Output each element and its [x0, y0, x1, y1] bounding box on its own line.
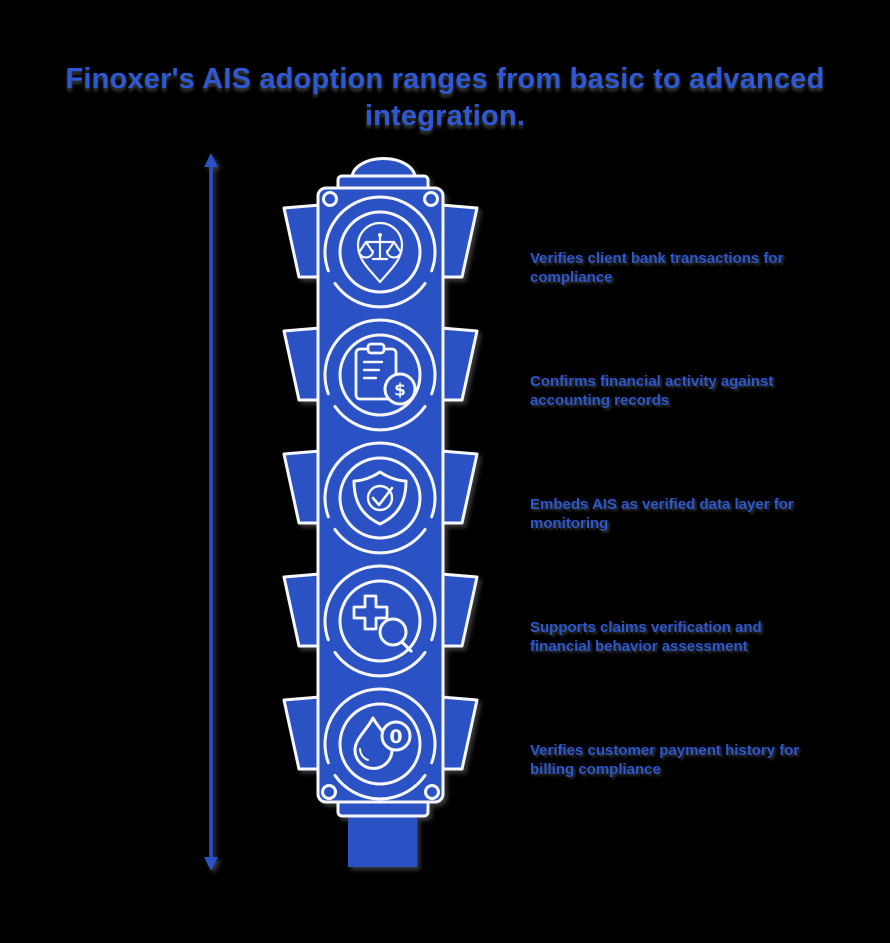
dollar-sign: $	[394, 381, 406, 401]
level-5-label: Verifies customer payment history for bi…	[530, 742, 800, 778]
arrow-up-icon	[204, 153, 218, 167]
page-title-line-2: integration.	[364, 100, 526, 133]
level-4-label: Supports claims verification and financi…	[530, 619, 762, 655]
shield-check-icon	[352, 470, 408, 526]
clipboard-dollar-icon: $	[354, 342, 417, 406]
scales-location-pin-icon	[356, 221, 404, 284]
corner-screws	[321, 191, 440, 800]
traffic-light: $	[282, 157, 479, 867]
water-drop-zero-icon: 0	[353, 716, 412, 770]
level-3-label: Embeds AIS as verified data layer for mo…	[530, 496, 794, 532]
traffic-light-dome	[350, 157, 417, 180]
light-1	[323, 195, 437, 309]
traffic-light-diagram: $	[204, 153, 479, 871]
page-title-line-1: Finoxer's AIS adoption ranges from basic…	[65, 63, 825, 96]
vertical-range-arrow	[204, 153, 218, 871]
light-4	[323, 564, 437, 678]
light-2: $	[323, 318, 437, 432]
arrow-down-icon	[204, 857, 218, 871]
page-title: Finoxer's AIS adoption ranges from basic…	[0, 61, 890, 135]
zero-badge-value: 0	[389, 726, 402, 748]
level-1-label: Verifies client bank transactions for co…	[530, 250, 784, 286]
light-5: 0	[323, 687, 437, 801]
level-2-label: Confirms financial activity against acco…	[530, 373, 774, 409]
medical-cross-magnifier-icon	[352, 594, 413, 653]
light-3	[323, 441, 437, 555]
visor-wings	[282, 203, 479, 771]
